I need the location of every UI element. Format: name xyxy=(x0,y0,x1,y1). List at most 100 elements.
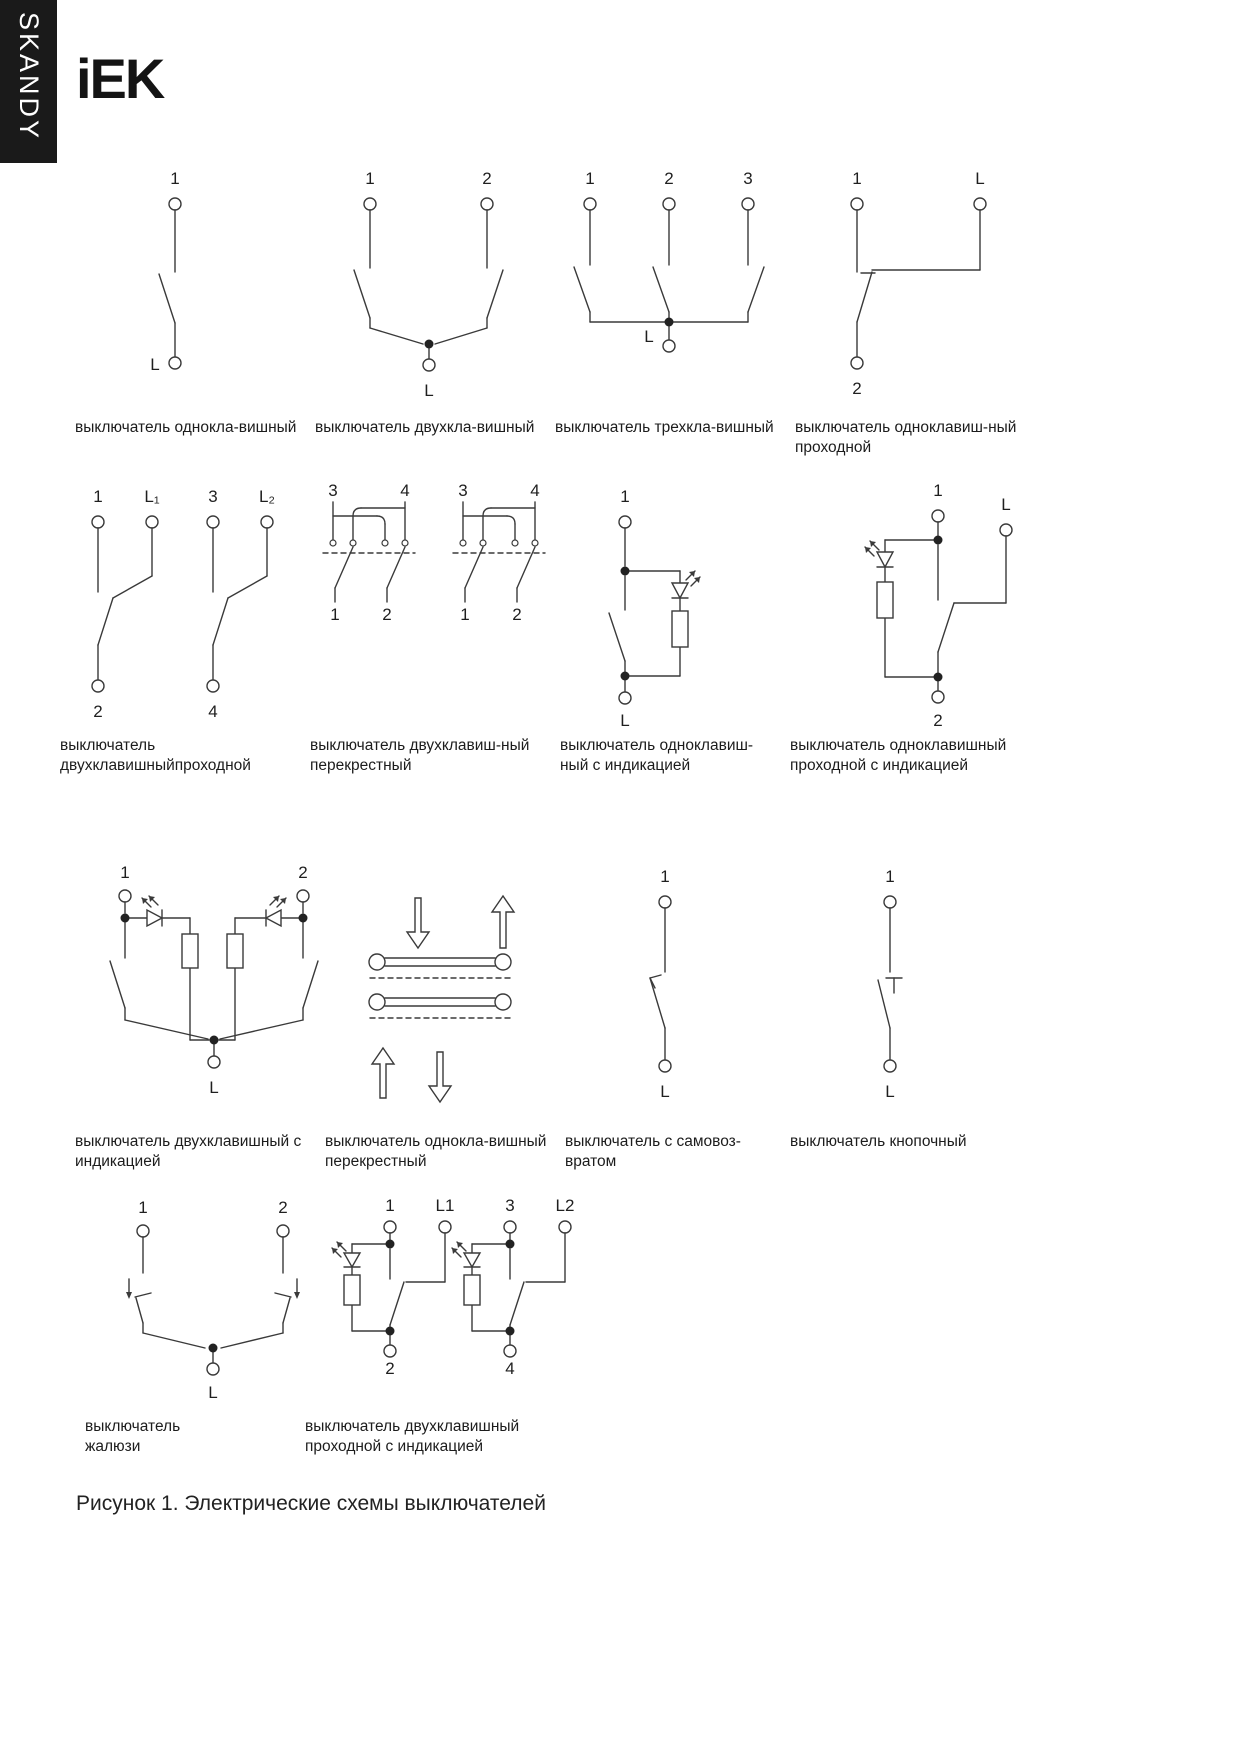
diagram-2key-indicator-switch: 1 2 xyxy=(75,860,325,1172)
diagram-1key-pass-indicator-switch: 1 L 2 выключатель одноклавишный пр xyxy=(790,480,1035,776)
resistor xyxy=(181,933,199,969)
terminal-label: 1 xyxy=(885,867,894,886)
schematic-1key-cross xyxy=(368,894,516,1104)
junction-dot xyxy=(933,672,943,682)
switch-blade xyxy=(109,960,126,1009)
terminal-label: L xyxy=(150,355,159,374)
terminal-label: 1 xyxy=(170,169,179,188)
terminal xyxy=(973,197,987,211)
spring-return-blade xyxy=(649,974,666,1029)
terminal-label: 3 xyxy=(458,481,467,500)
terminal-label: L xyxy=(975,169,984,188)
contact-dot xyxy=(459,539,467,547)
terminal-label: 2 xyxy=(482,169,491,188)
terminal xyxy=(383,1344,397,1358)
contact-dot xyxy=(401,539,409,547)
contact-dot xyxy=(479,539,487,547)
switch-blade xyxy=(302,960,319,1009)
diagram-caption: выключатель однокла-вишный перекрестный xyxy=(325,1133,547,1171)
terminal xyxy=(91,515,105,529)
terminal-label: L xyxy=(885,1082,894,1101)
brand-sidebar: SKANDY xyxy=(0,0,57,163)
terminal xyxy=(260,515,274,529)
contact-roller xyxy=(494,993,512,1011)
schematic-3key-switch: 1 2 3 L xyxy=(573,169,765,353)
switch-blade xyxy=(389,1281,405,1326)
up-arrow-icon xyxy=(490,894,516,949)
schematic-blinds: 1 2 L xyxy=(126,1198,300,1402)
schematic-2key-pass: 1 L₁ 3 L₂ 2 4 xyxy=(91,487,275,721)
wires xyxy=(97,527,268,681)
switch-blade xyxy=(282,1297,291,1324)
schematic-1key-pass: 1 L 2 xyxy=(850,169,987,398)
switch-blade xyxy=(652,266,670,313)
up-arrow-icon xyxy=(370,1046,396,1099)
resistor xyxy=(226,933,244,969)
terminal-label: 2 xyxy=(664,169,673,188)
terminal-label: 1 xyxy=(660,867,669,886)
led-indicator-icon xyxy=(331,1241,362,1269)
figure-caption: Рисунок 1. Электрические схемы выключате… xyxy=(76,1492,546,1515)
terminal xyxy=(118,889,132,903)
diagram-caption: выключатель двухклавишныйпроходной xyxy=(60,737,251,775)
switch-blade xyxy=(509,1281,525,1326)
terminal-label: 1 xyxy=(93,487,102,506)
contact-roller xyxy=(368,953,386,971)
terminal-label: 1 xyxy=(933,481,942,500)
terminal-label: 1 xyxy=(138,1198,147,1217)
diagram-caption: выключатель одноклавишный проходной с ин… xyxy=(790,737,1007,775)
terminal xyxy=(503,1220,517,1234)
wires xyxy=(624,527,681,693)
switch-blade xyxy=(135,1297,144,1324)
junction-dot xyxy=(298,913,308,923)
junction-dot xyxy=(620,671,630,681)
switch-blade xyxy=(212,597,229,646)
wires xyxy=(124,901,304,1057)
down-arrow-icon xyxy=(405,897,431,950)
schematic-2key-pass-indicator: 1 L1 2 3 L2 xyxy=(331,1196,575,1378)
terminal-label: 3 xyxy=(208,487,217,506)
terminal xyxy=(618,515,632,529)
diagram-caption: выключатель с самовоз- вратом xyxy=(565,1133,741,1171)
diagram-momentary-switch: 1 L выключатель с самовоз- вратом xyxy=(565,860,765,1172)
contact-roller xyxy=(368,993,386,1011)
switch-blade xyxy=(573,266,591,313)
terminal xyxy=(618,691,632,705)
terminal-label: 4 xyxy=(208,702,217,721)
terminal-label: 3 xyxy=(328,481,337,500)
terminal-label: 2 xyxy=(933,711,942,730)
terminal xyxy=(168,356,182,370)
diagram-2key-pass-switch: 1 L₁ 3 L₂ 2 4 выключатель двухклавишныйп… xyxy=(60,480,310,776)
terminal-label: 1 xyxy=(620,487,629,506)
terminal xyxy=(558,1220,572,1234)
terminal-label: L2 xyxy=(556,1196,575,1215)
junction-dot xyxy=(424,339,434,349)
diagram-caption: выключатель двухклавиш-ный перекрестный xyxy=(310,737,530,775)
wires xyxy=(351,1232,446,1346)
terminal-label: L₁ xyxy=(144,487,159,506)
diagram-1key-switch: 1 L выключатель однокла-вишный xyxy=(75,160,315,438)
junction-dot xyxy=(505,1326,515,1336)
switch-blade xyxy=(158,273,176,324)
diagram-2key-pass-indicator-switch: 1 L1 2 3 L2 xyxy=(305,1195,575,1457)
wires xyxy=(462,501,536,603)
schematic-1key-switch: 1 L xyxy=(150,169,182,374)
contact-roller xyxy=(494,953,512,971)
terminal-label: 3 xyxy=(505,1196,514,1215)
terminal-label: 4 xyxy=(400,481,409,500)
terminal-label: L1 xyxy=(436,1196,455,1215)
terminal-label: 1 xyxy=(365,169,374,188)
led-indicator-icon xyxy=(141,895,164,928)
terminal xyxy=(850,356,864,370)
terminal-label: L xyxy=(424,381,433,400)
junction-dot xyxy=(209,1035,219,1045)
terminal xyxy=(999,523,1013,537)
wires xyxy=(884,521,1007,692)
terminal-label: 2 xyxy=(278,1198,287,1217)
resistor xyxy=(671,610,689,648)
junction-dot xyxy=(505,1239,515,1249)
switch-blade xyxy=(877,979,891,1029)
terminal-label: 3 xyxy=(743,169,752,188)
switch-blade xyxy=(464,546,484,589)
iek-logo: iEK xyxy=(76,47,165,110)
